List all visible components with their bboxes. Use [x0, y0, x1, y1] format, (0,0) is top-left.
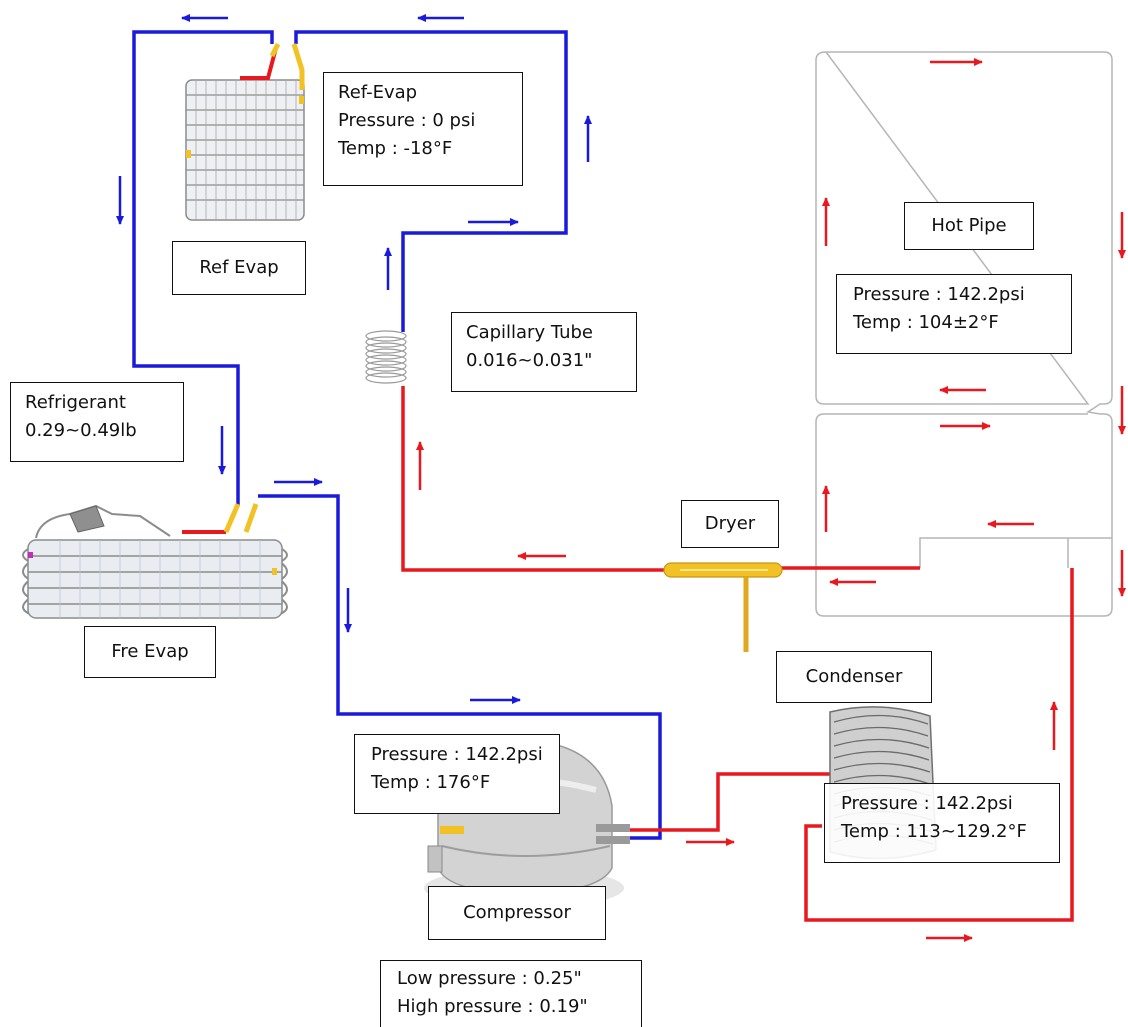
- high-pressure-line: [401, 386, 1074, 922]
- capillary-tube-name: Capillary Tube: [466, 322, 594, 343]
- suction-line-left: [132, 30, 274, 505]
- hot-pipe-label: Hot Pipe: [904, 202, 1034, 250]
- dryer-component: [663, 562, 783, 652]
- suction-line-compressor: [258, 494, 662, 840]
- refrigerant-info-box: Refrigerant 0.29~0.49lb: [10, 382, 184, 462]
- capillary-tube-info-box: Capillary Tube 0.016~0.031": [451, 312, 637, 392]
- refrigerant-name: Refrigerant: [25, 392, 126, 413]
- high-pressure-flow-arrows: [416, 58, 1126, 942]
- ref-evap-label: Ref Evap: [172, 241, 306, 295]
- condenser-temp: Temp : 113~129.2°F: [841, 821, 1027, 842]
- ref-evap-info-box: Ref-Evap Pressure : 0 psi Temp : -18°F: [323, 72, 523, 186]
- condenser-label: Condenser: [776, 651, 932, 703]
- compressor-label-text: Compressor: [463, 902, 571, 923]
- condenser-label-text: Condenser: [805, 666, 903, 687]
- condenser-pressure: Pressure : 142.2psi: [841, 793, 1013, 814]
- ref-evap-info-title: Ref-Evap: [338, 82, 418, 103]
- hot-pipe-lower-step: [919, 537, 1112, 568]
- hot-pipe-temp: Temp : 104±2°F: [853, 312, 999, 333]
- discharge-line: [630, 772, 860, 832]
- fre-evap-coil: [22, 503, 288, 619]
- low-pressure-flow-arrows: [116, 14, 592, 704]
- evap-link-line: [294, 30, 568, 332]
- fre-evap-label: Fre Evap: [84, 626, 216, 678]
- pipe-size-info-box: Low pressure : 0.25" High pressure : 0.1…: [380, 960, 642, 1027]
- condenser-info-box: Pressure : 142.2psi Temp : 113~129.2°F: [824, 783, 1060, 863]
- capillary-tube-coil: [365, 330, 407, 384]
- dryer-label: Dryer: [681, 500, 779, 548]
- refrigerant-amount: 0.29~0.49lb: [25, 420, 137, 441]
- capillary-to-dryer-line: [401, 386, 668, 572]
- low-pressure-line: [132, 30, 662, 840]
- hot-pipe-label-text: Hot Pipe: [931, 215, 1007, 236]
- hot-pipe-pressure: Pressure : 142.2psi: [853, 284, 1025, 305]
- ref-evap-pressure: Pressure : 0 psi: [338, 110, 476, 131]
- low-pressure-size: Low pressure : 0.25": [397, 968, 582, 989]
- dryer-label-text: Dryer: [704, 513, 756, 534]
- compressor-label: Compressor: [428, 886, 606, 940]
- high-pressure-size: High pressure : 0.19": [397, 996, 588, 1017]
- ref-evap-label-text: Ref Evap: [199, 257, 279, 278]
- hot-pipe-info-box: Pressure : 142.2psi Temp : 104±2°F: [836, 274, 1072, 354]
- condenser-to-hot-pipe-line: [804, 568, 1074, 922]
- ref-evap-coil: [185, 42, 305, 221]
- compressor-info-box: Pressure : 142.2psi Temp : 176°F: [354, 734, 560, 814]
- hot-pipe-upper-outline: [815, 51, 1113, 617]
- compressor-temp: Temp : 176°F: [371, 772, 491, 793]
- capillary-tube-size: 0.016~0.031": [466, 350, 593, 371]
- ref-evap-temp: Temp : -18°F: [338, 138, 453, 159]
- fre-evap-label-text: Fre Evap: [111, 641, 189, 662]
- compressor-pressure: Pressure : 142.2psi: [371, 744, 543, 765]
